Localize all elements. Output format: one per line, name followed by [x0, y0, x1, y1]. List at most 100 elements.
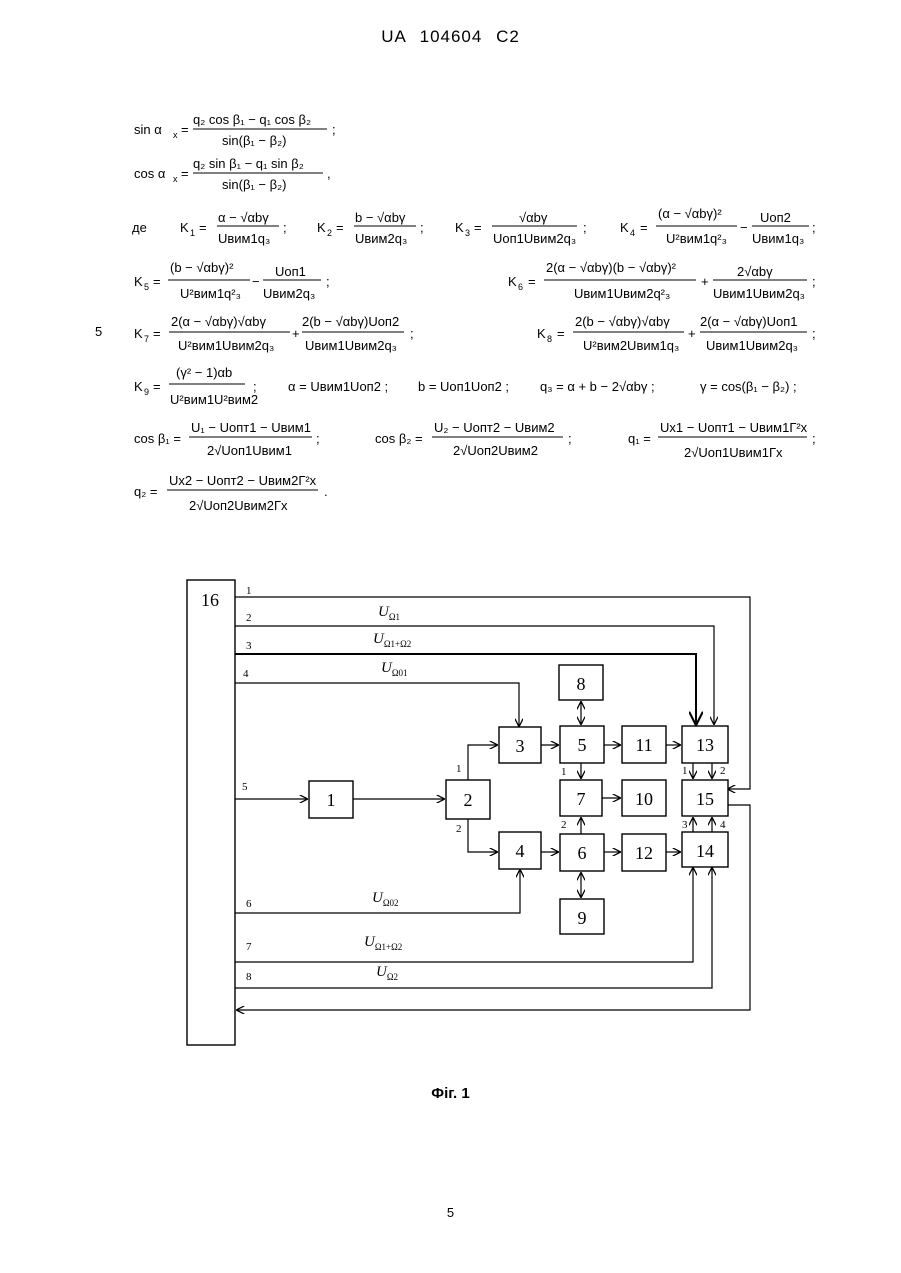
svg-text:cos β₂ =: cos β₂ = [375, 431, 423, 446]
svg-text:U₂ − Uопт2 − Uвим2: U₂ − Uопт2 − Uвим2 [434, 420, 555, 435]
block-16 [187, 580, 235, 1045]
svg-text:−: − [740, 220, 748, 235]
svg-text:2√Uоп2Uвим2Гх: 2√Uоп2Uвим2Гх [189, 498, 288, 513]
formula-K5: K 5 = (b − √αbγ)² U²вим1q²₃ − Uоп1 Uвим2… [134, 260, 330, 301]
block-15-port-4: 4 [720, 819, 726, 831]
svg-text:,: , [327, 166, 331, 181]
svg-text:x: x [173, 130, 178, 140]
svg-text:=: = [528, 274, 536, 289]
svg-text:U₁ − Uопт1 − Uвим1: U₁ − Uопт1 − Uвим1 [191, 420, 311, 435]
signal-omega1: UΩ1 [378, 604, 400, 622]
svg-text:Uвим1q₃: Uвим1q₃ [218, 231, 270, 246]
line-number-3: 3 [246, 640, 252, 652]
formula-K7: K 7 = 2(α − √αbγ)√αbγ U²вим1Uвим2q₃ + 2(… [134, 314, 414, 353]
svg-text:7: 7 [144, 334, 149, 344]
block-15-port-1: 1 [682, 765, 688, 777]
formula-K8: K 8 = 2(b − √αbγ)√αbγ U²вим2Uвим1q₃ + 2(… [537, 314, 816, 353]
svg-text:Uвим2q₃: Uвим2q₃ [355, 231, 407, 246]
block-3-label: 3 [516, 736, 525, 756]
signal-omega2: UΩ2 [376, 964, 398, 982]
svg-text:cos α: cos α [134, 166, 166, 181]
formula-K3: K 3 = √αbγ Uоп1Uвим2q₃ ; [455, 210, 587, 246]
formula-cos-alpha-x: cos α x = q₂ sin β₁ − q₁ sin β₂ sin(β₁ −… [134, 156, 331, 192]
block-15-port-3: 3 [682, 819, 688, 831]
block-2-label: 2 [464, 790, 473, 810]
svg-text:;: ; [253, 379, 257, 394]
svg-text:K: K [508, 274, 517, 289]
svg-text:2√Uоп2Uвим2: 2√Uоп2Uвим2 [453, 443, 538, 458]
q3-definition: q₃ = α + b − 2√αbγ ; [540, 379, 655, 394]
formula-cos-beta2: cos β₂ = U₂ − Uопт2 − Uвим2 2√Uоп2Uвим2 … [375, 420, 572, 458]
block-7-label: 7 [577, 789, 586, 809]
svg-text:2(α − √αbγ)√αbγ: 2(α − √αbγ)√αbγ [171, 314, 266, 329]
signal-omega1-plus-omega2-top: UΩ1+Ω2 [373, 631, 411, 649]
svg-text:9: 9 [144, 387, 149, 397]
block-2-port-1: 1 [456, 763, 462, 775]
svg-text:4: 4 [630, 228, 635, 238]
svg-text:U²вим1q²₃: U²вим1q²₃ [666, 231, 727, 246]
svg-text:;: ; [316, 431, 320, 446]
svg-text:;: ; [283, 220, 287, 235]
svg-text:(α − √αbγ)²: (α − √αbγ)² [658, 206, 722, 221]
block-7-port-1: 1 [561, 766, 567, 778]
block-10-label: 10 [635, 789, 653, 809]
line-number-4: 4 [243, 668, 249, 680]
line-number-7: 7 [246, 941, 252, 953]
line-number-8: 8 [246, 971, 252, 983]
svg-text:K: K [180, 220, 189, 235]
formula-K2: K 2 = b − √αbγ Uвим2q₃ ; [317, 210, 424, 246]
signal-omega02: UΩ02 [372, 890, 399, 908]
block-15-label: 15 [696, 789, 714, 809]
block-11-label: 11 [635, 735, 652, 755]
formula-K4: K 4 = (α − √αbγ)² U²вим1q²₃ − Uоп2 Uвим1… [620, 206, 816, 246]
svg-text:b − √αbγ: b − √αbγ [355, 210, 406, 225]
block-16-label: 16 [201, 590, 219, 610]
svg-text:sin(β₁ − β₂): sin(β₁ − β₂) [222, 133, 286, 148]
svg-text:;: ; [812, 431, 816, 446]
svg-text:q₂ cos β₁ − q₁ cos β₂: q₂ cos β₁ − q₁ cos β₂ [193, 112, 311, 127]
block-6-label: 6 [578, 843, 587, 863]
formula-cos-beta1: cos β₁ = U₁ − Uопт1 − Uвим1 2√Uоп1Uвим1 … [134, 420, 320, 458]
svg-text:α − √αbγ: α − √αbγ [218, 210, 269, 225]
svg-text:;: ; [812, 326, 816, 341]
svg-text:K: K [537, 326, 546, 341]
svg-text:2(α − √αbγ)Uоп1: 2(α − √αbγ)Uоп1 [700, 314, 798, 329]
svg-text:3: 3 [465, 228, 470, 238]
svg-text:=: = [153, 326, 161, 341]
block-5-label: 5 [578, 735, 587, 755]
svg-text:K: K [620, 220, 629, 235]
svg-text:U²вим1Uвим2q₃: U²вим1Uвим2q₃ [178, 338, 274, 353]
figure-caption: Фіг. 1 [0, 1085, 901, 1102]
svg-text:;: ; [410, 326, 414, 341]
block-8-label: 8 [577, 674, 586, 694]
block-12-label: 12 [635, 843, 653, 863]
block-1-label: 1 [327, 790, 336, 810]
svg-text:=: = [199, 220, 207, 235]
svg-text:2(b − √αbγ)Uоп2: 2(b − √αbγ)Uоп2 [302, 314, 399, 329]
svg-text:−: − [252, 274, 260, 289]
svg-text:;: ; [568, 431, 572, 446]
svg-text:2(b − √αbγ)√αbγ: 2(b − √αbγ)√αbγ [575, 314, 670, 329]
svg-text:sin α: sin α [134, 122, 162, 137]
svg-text:sin(β₁ − β₂): sin(β₁ − β₂) [222, 177, 286, 192]
svg-text:1: 1 [190, 228, 195, 238]
formula-K9: K 9 = (γ² − 1)αb U²вим1U²вим2 ; [134, 365, 258, 407]
svg-text:;: ; [583, 220, 587, 235]
signal-omega01: UΩ01 [381, 660, 408, 678]
svg-text:2√αbγ: 2√αbγ [737, 264, 773, 279]
svg-text:Uвим1Uвим2q₃: Uвим1Uвим2q₃ [706, 338, 798, 353]
svg-text:q₂ sin β₁ − q₁ sin β₂: q₂ sin β₁ − q₁ sin β₂ [193, 156, 304, 171]
block-14-label: 14 [696, 841, 714, 861]
gamma-definition: γ = cos(β₁ − β₂) ; [700, 379, 797, 394]
svg-text:q₂ =: q₂ = [134, 484, 157, 499]
svg-text:+: + [292, 326, 300, 341]
svg-text:2: 2 [327, 228, 332, 238]
svg-text:6: 6 [518, 282, 523, 292]
block-diagram: 16 1 2 UΩ1 3 UΩ1+Ω2 4 UΩ01 5 6 UΩ02 7 UΩ… [0, 560, 901, 1060]
svg-text:(γ² − 1)αb: (γ² − 1)αb [176, 365, 232, 380]
block-13-label: 13 [696, 735, 714, 755]
svg-text:q₁ =: q₁ = [628, 431, 651, 446]
svg-text:;: ; [420, 220, 424, 235]
svg-text:U²вим1q²₃: U²вим1q²₃ [180, 286, 241, 301]
block-15-port-2: 2 [720, 765, 726, 777]
